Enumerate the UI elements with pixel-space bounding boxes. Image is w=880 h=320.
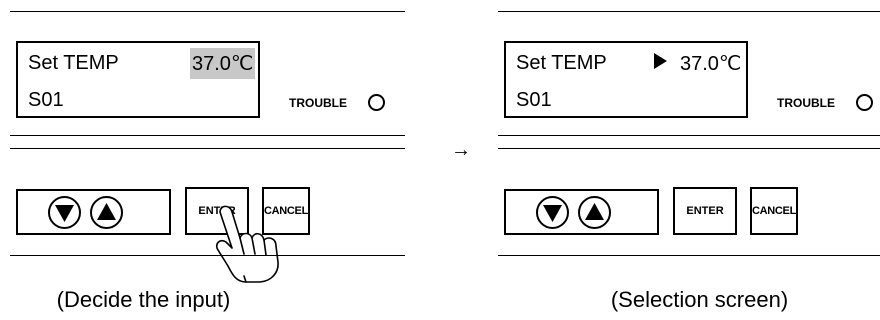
lcd-value-highlighted: 37.0℃ [190, 48, 256, 79]
lcd-sub-label: S01 [28, 89, 64, 111]
caption: (Selection screen) [610, 287, 789, 312]
pressing-hand-icon [215, 205, 279, 283]
up-button[interactable] [578, 196, 611, 229]
left-panel: Set TEMP 37.0℃ S01 TROUBLE ENTER CANCEL … [10, 0, 405, 320]
divider [498, 135, 880, 136]
lcd-label: Set TEMP [28, 52, 119, 74]
arrow-key-group [504, 189, 659, 235]
down-triangle-icon [55, 205, 74, 222]
trouble-lamp-icon [856, 94, 873, 111]
transition-arrow: → [451, 139, 471, 161]
lcd-label: Set TEMP [516, 52, 607, 74]
arrow-key-group [16, 189, 171, 235]
up-triangle-icon [97, 203, 116, 220]
trouble-label: TROUBLE [777, 96, 835, 110]
right-panel: Set TEMP 37.0℃ S01 TROUBLE ENTER CANCEL … [498, 0, 880, 320]
divider [10, 148, 405, 149]
down-triangle-icon [543, 205, 562, 222]
caption: (Decide the input) [56, 287, 231, 312]
divider-top [10, 11, 405, 12]
lcd-value: 37.0℃ [680, 53, 742, 75]
cursor-triangle-icon [654, 53, 667, 69]
divider-bottom [10, 255, 405, 256]
lcd-display: Set TEMP 37.0℃ S01 [504, 41, 748, 118]
down-button[interactable] [48, 196, 81, 229]
divider-top [498, 11, 880, 12]
enter-button[interactable]: ENTER [673, 187, 737, 235]
trouble-lamp-icon [368, 94, 385, 111]
down-button[interactable] [536, 196, 569, 229]
lcd-display: Set TEMP 37.0℃ S01 [16, 41, 260, 118]
divider [10, 135, 405, 136]
divider [498, 148, 880, 149]
up-button[interactable] [90, 196, 123, 229]
lcd-sub-label: S01 [516, 89, 552, 111]
trouble-label: TROUBLE [289, 96, 347, 110]
divider-bottom [498, 255, 880, 256]
cancel-button[interactable]: CANCEL [262, 187, 310, 235]
cancel-button[interactable]: CANCEL [750, 187, 798, 235]
up-triangle-icon [585, 203, 604, 220]
